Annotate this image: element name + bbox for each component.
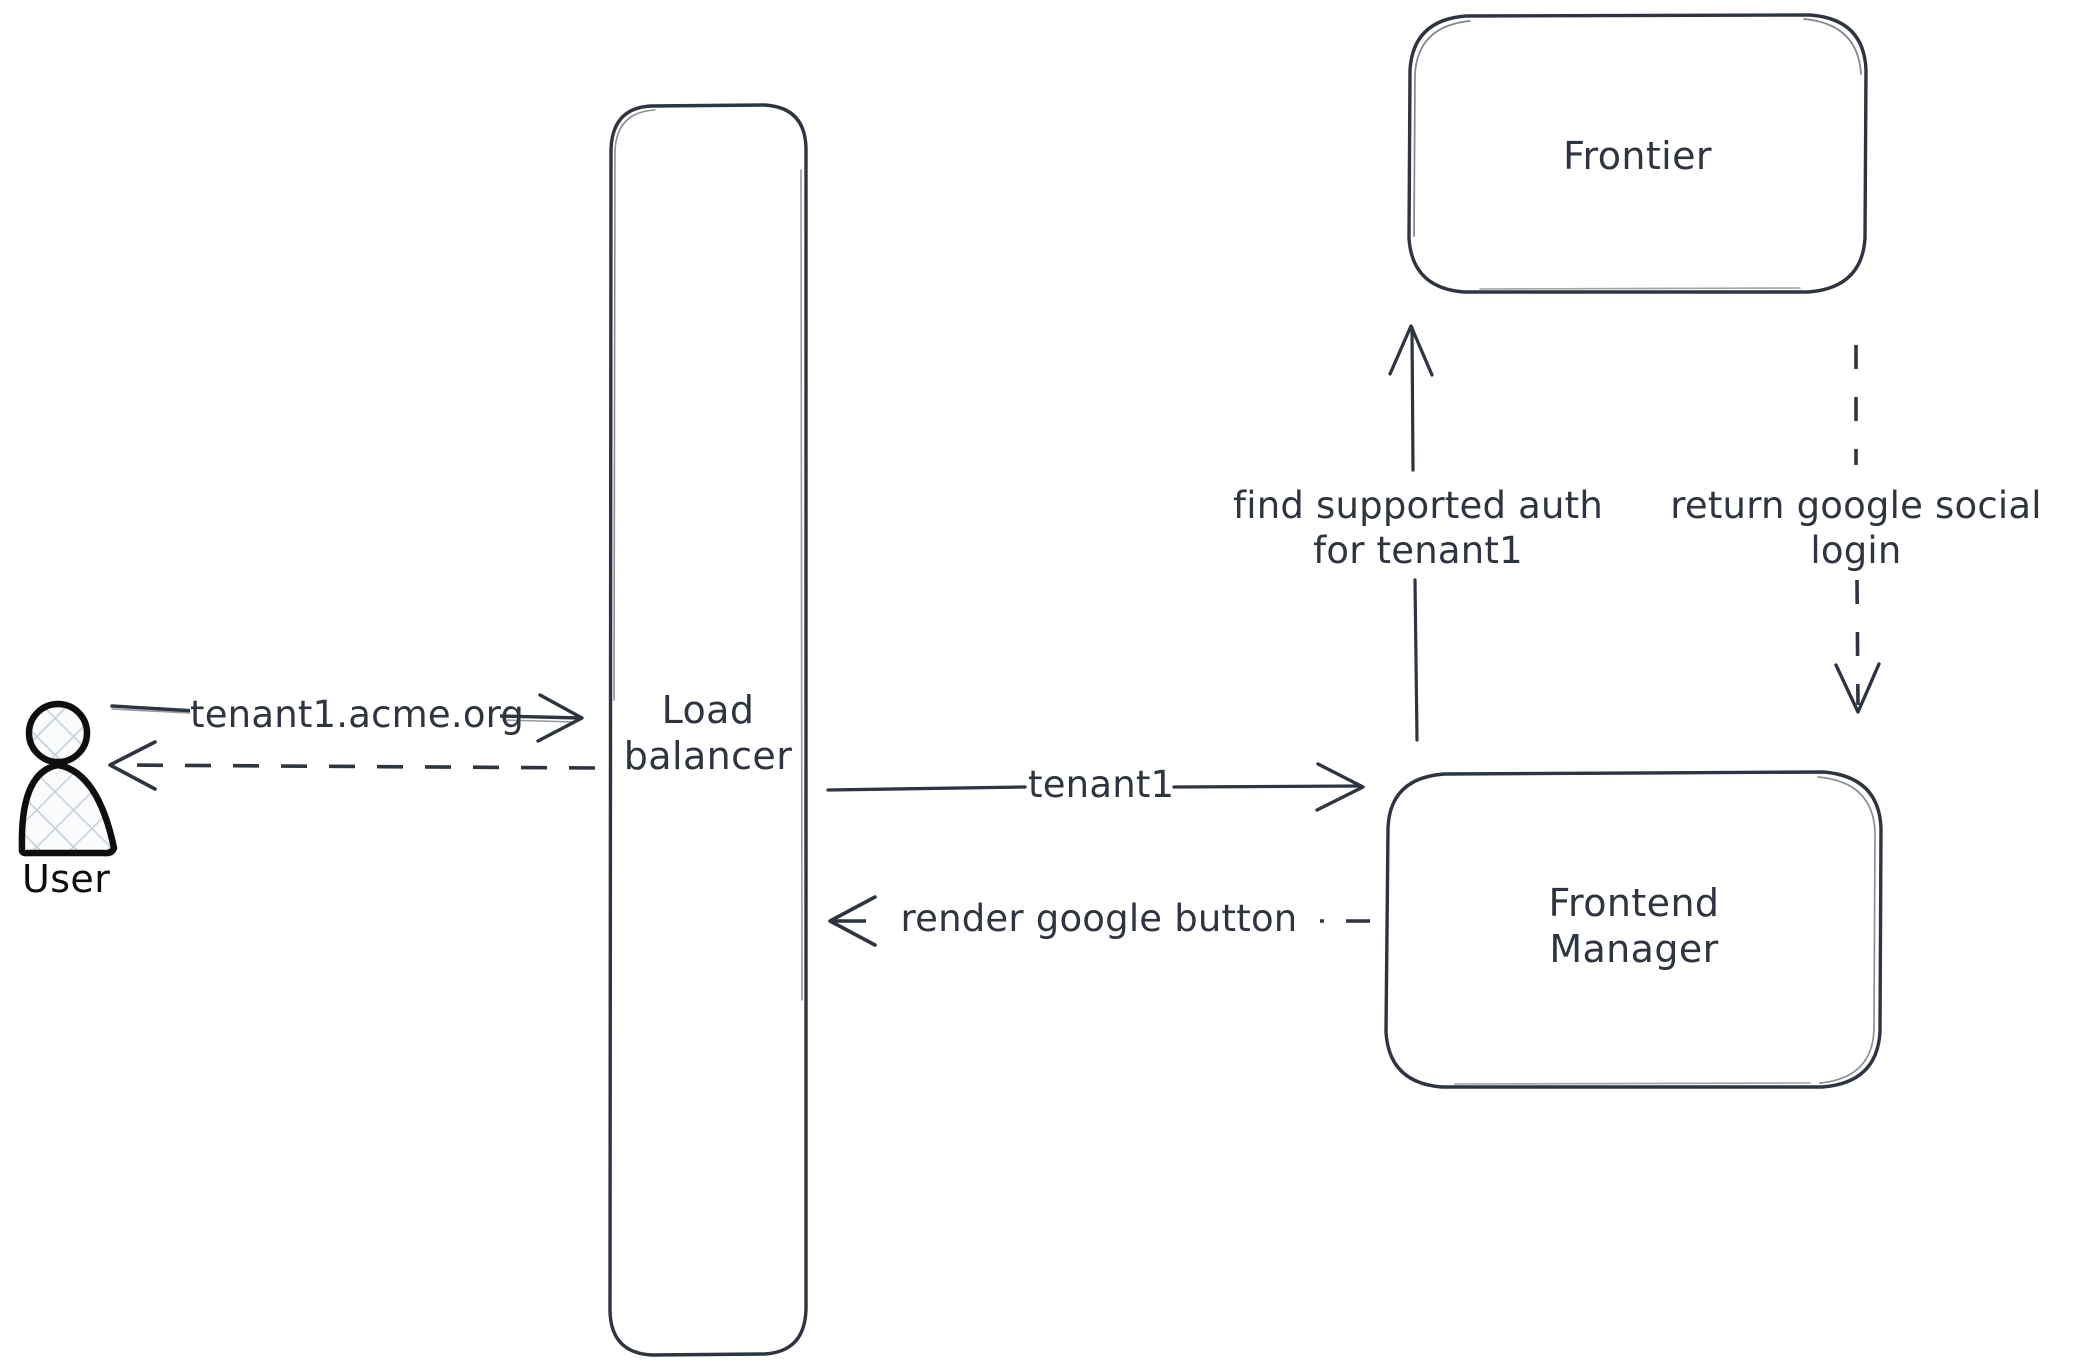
user-actor-label: User bbox=[22, 857, 111, 901]
edge-frontend-manager-to-load-balancer-arrow[interactable] bbox=[828, 895, 1370, 947]
edge-load-balancer-to-frontend-manager-arrow[interactable] bbox=[826, 762, 1365, 812]
edge-label-return-google-social-login: return google social login bbox=[1654, 483, 2058, 574]
load-balancer-shape[interactable] bbox=[608, 103, 808, 1357]
frontier-shape[interactable] bbox=[1407, 13, 1868, 294]
edge-label-render-google-button: render google button bbox=[878, 896, 1320, 942]
edge-user-to-load-balancer-arrow[interactable] bbox=[110, 693, 584, 743]
edge-frontend-manager-to-frontier-arrow[interactable] bbox=[1388, 324, 1434, 742]
edge-label-find-supported-auth: find supported auth for tenant1 bbox=[1216, 483, 1620, 574]
edge-frontier-to-frontend-manager-arrow[interactable] bbox=[1834, 345, 1881, 714]
user-actor-icon[interactable] bbox=[18, 700, 118, 857]
edge-load-balancer-to-user-arrow[interactable] bbox=[108, 740, 596, 791]
edge-label-tenant1-acme-org: tenant1.acme.org bbox=[190, 692, 525, 738]
edge-label-tenant1: tenant1 bbox=[1028, 762, 1175, 808]
frontend-manager-shape[interactable] bbox=[1384, 770, 1883, 1089]
